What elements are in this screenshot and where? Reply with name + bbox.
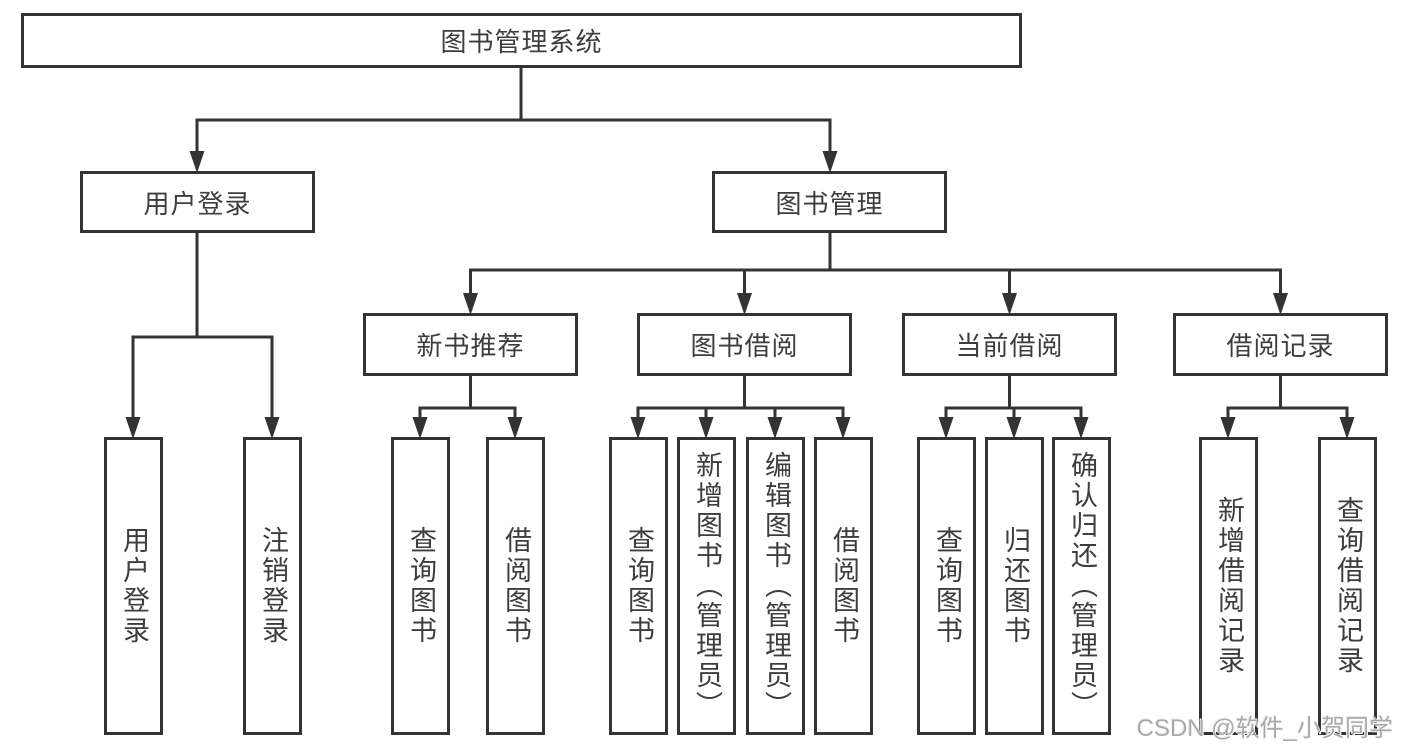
leaf-current-query-book-label: 查询图书 xyxy=(932,526,962,646)
node-book-borrowing: 图书借阅 xyxy=(637,313,852,376)
leaf-borrowing-query-book-label: 查询图书 xyxy=(624,526,654,646)
node-borrowing-records: 借阅记录 xyxy=(1173,313,1388,376)
node-root-system-label: 图书管理系统 xyxy=(440,27,603,57)
connector-current-borrowing-to-leaves xyxy=(938,374,1089,439)
connector-book-management-to-level3 xyxy=(463,231,1288,315)
leaf-logout-label: 注销登录 xyxy=(258,526,288,646)
node-borrowing-records-label: 借阅记录 xyxy=(1226,331,1335,361)
leaf-recommend-borrow-book: 借阅图书 xyxy=(486,437,545,735)
connector-user-login-to-leaves xyxy=(125,231,280,439)
node-new-book-recommend-label: 新书推荐 xyxy=(416,331,525,361)
node-user-login-label: 用户登录 xyxy=(143,188,252,219)
leaf-borrowing-add-book-label: 新增图书（管理员） xyxy=(692,451,722,721)
leaf-borrowing-edit-book: 编辑图书（管理员） xyxy=(746,437,805,735)
leaf-borrowing-edit-book-label: 编辑图书（管理员） xyxy=(761,451,791,721)
csdn-watermark: CSDN @软件_小贺同学 xyxy=(1136,715,1393,742)
node-current-borrowing: 当前借阅 xyxy=(902,313,1117,376)
leaf-login: 用户登录 xyxy=(104,437,163,735)
node-book-management: 图书管理 xyxy=(712,171,947,233)
leaf-borrowing-add-book: 新增图书（管理员） xyxy=(677,437,736,735)
leaf-recommend-query-book: 查询图书 xyxy=(391,437,450,735)
leaf-current-return-book: 归还图书 xyxy=(985,437,1044,735)
connector-new-book-recommend-to-leaves xyxy=(412,374,523,439)
connector-borrowing-records-to-leaves xyxy=(1220,374,1355,439)
connector-root-to-level2 xyxy=(189,68,838,173)
leaf-current-confirm-return: 确认归还（管理员） xyxy=(1052,437,1111,735)
leaf-current-query-book: 查询图书 xyxy=(917,437,976,735)
leaf-records-query-record-label: 查询借阅记录 xyxy=(1333,496,1363,676)
node-user-login: 用户登录 xyxy=(80,171,315,233)
node-book-borrowing-label: 图书借阅 xyxy=(690,331,799,361)
leaf-current-confirm-return-label: 确认归还（管理员） xyxy=(1067,451,1097,721)
leaf-login-label: 用户登录 xyxy=(119,526,149,646)
leaf-records-query-record: 查询借阅记录 xyxy=(1318,437,1377,735)
node-current-borrowing-label: 当前借阅 xyxy=(955,331,1064,361)
leaf-recommend-borrow-book-label: 借阅图书 xyxy=(501,526,531,646)
leaf-current-return-book-label: 归还图书 xyxy=(1000,526,1030,646)
node-book-management-label: 图书管理 xyxy=(775,188,884,219)
connector-book-borrowing-to-leaves xyxy=(630,374,851,439)
node-root-system: 图书管理系统 xyxy=(21,13,1022,68)
leaf-records-add-record: 新增借阅记录 xyxy=(1199,437,1258,735)
node-new-book-recommend: 新书推荐 xyxy=(363,313,578,376)
leaf-borrowing-borrow-book-label: 借阅图书 xyxy=(829,526,859,646)
leaf-borrowing-borrow-book: 借阅图书 xyxy=(814,437,873,735)
leaf-borrowing-query-book: 查询图书 xyxy=(609,437,668,735)
leaf-logout: 注销登录 xyxy=(243,437,302,735)
leaf-recommend-query-book-label: 查询图书 xyxy=(406,526,436,646)
leaf-records-add-record-label: 新增借阅记录 xyxy=(1214,496,1244,676)
